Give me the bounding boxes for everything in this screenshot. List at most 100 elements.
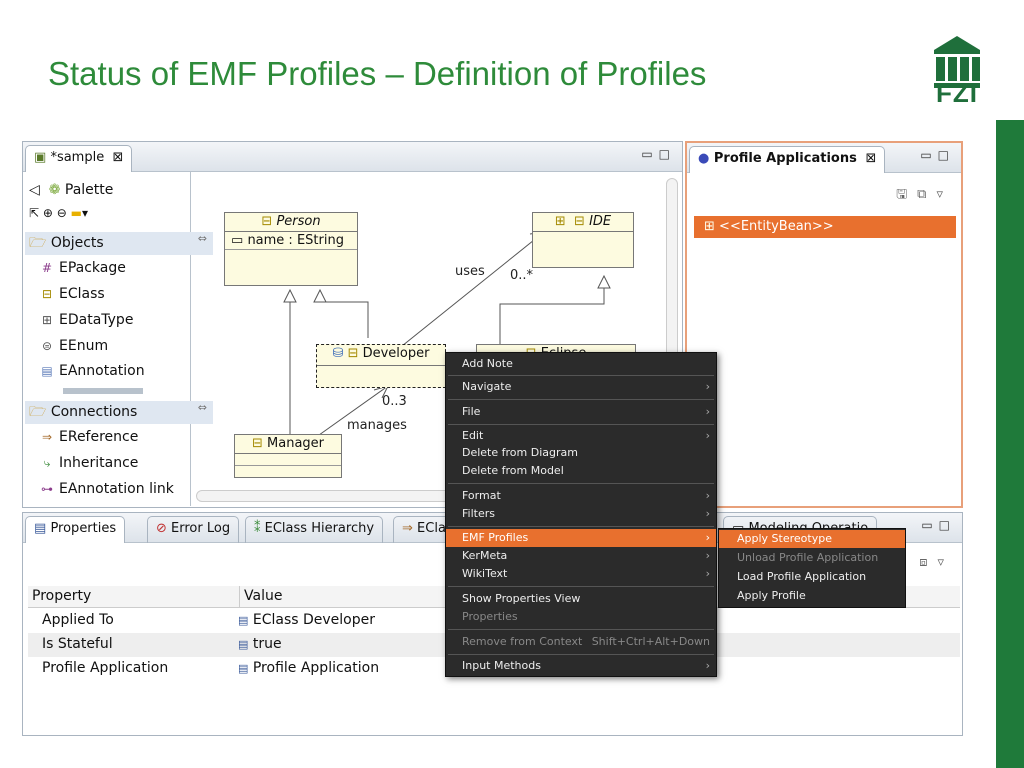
tab-properties[interactable]: ▤ Properties: [25, 516, 126, 543]
palette-header[interactable]: ◁ ❁ Palette: [29, 182, 113, 198]
menu-item-edit[interactable]: Edit›: [446, 427, 716, 445]
attribute-icon: ▭: [231, 233, 244, 248]
view-menu-icon[interactable]: ▿: [937, 555, 954, 570]
class-header: ⊟ Manager: [235, 435, 341, 454]
class-ide[interactable]: ⊞ ⊟ IDE: [532, 212, 634, 268]
select-tool-icon[interactable]: ⇱: [29, 206, 40, 220]
menu-separator: [448, 654, 714, 655]
palette-item-eclass[interactable]: ⊟EClass: [39, 286, 105, 302]
epackage-icon: #: [41, 261, 53, 275]
palette-group-objects[interactable]: 🗁 Objects ⇔: [25, 232, 213, 255]
window-controls[interactable]: ▭□: [641, 147, 676, 161]
save-icon[interactable]: 🖫: [896, 187, 918, 202]
hierarchy-icon: ⁑: [254, 521, 261, 536]
pin-icon[interactable]: ⇔: [197, 232, 207, 245]
view-menu-icon[interactable]: ▿: [936, 187, 953, 202]
palette-item-edatatype[interactable]: ⊞EDataType: [39, 312, 133, 328]
palette-item-label: EEnum: [59, 338, 109, 354]
menu-item-kermeta[interactable]: KerMeta›: [446, 547, 716, 565]
property-value[interactable]: ▤ EClass Developer: [238, 609, 375, 632]
class-developer[interactable]: ⛁ ⊟ Developer: [316, 344, 446, 388]
property-name: Profile Application: [42, 660, 169, 676]
palette-item-eannotation-link[interactable]: ⊶EAnnotation link: [39, 481, 174, 497]
pin-icon[interactable]: ⇔: [197, 401, 207, 414]
table-row[interactable]: Profile Application ▤ Profile Applicatio…: [28, 657, 960, 681]
palette-tools[interactable]: ⇱ ⊕ ⊖ ▬▾: [29, 206, 89, 220]
menu-item-add-note[interactable]: Add Note: [446, 355, 716, 373]
menu-item-label: Edit: [462, 429, 484, 442]
palette-item-eannotation[interactable]: ▤EAnnotation: [39, 363, 144, 379]
close-icon[interactable]: ⊠: [861, 151, 877, 166]
submenu-item-unload-profile-application[interactable]: Unload Profile Application: [719, 549, 905, 567]
diagram-file-icon: ▣: [34, 150, 47, 165]
zoom-in-icon[interactable]: ⊕: [42, 206, 53, 220]
properties-toolbar: ⧈▿: [919, 555, 954, 570]
tab-eclass-hierarchy[interactable]: ⁑ EClass Hierarchy: [245, 516, 384, 543]
menu-item-filters[interactable]: Filters›: [446, 505, 716, 523]
value-label: EClass Developer: [252, 612, 375, 628]
menu-item-file[interactable]: File›: [446, 403, 716, 421]
submenu-arrow-icon: ›: [705, 380, 710, 393]
palette-icon: ❁: [48, 182, 61, 198]
class-name: IDE: [589, 214, 612, 229]
tab-error-log[interactable]: ⊘ Error Log: [147, 516, 240, 543]
submenu-item-load-profile-application[interactable]: Load Profile Application: [719, 568, 905, 586]
stereotype-application-row[interactable]: ⊞ <<EntityBean>>: [694, 216, 956, 238]
eclass-icon: ⊟: [525, 346, 537, 356]
menu-item-emf-profiles[interactable]: EMF Profiles›: [446, 529, 716, 547]
menu-item-properties[interactable]: Properties: [446, 608, 716, 626]
zoom-out-icon[interactable]: ⊖: [56, 206, 67, 220]
close-icon[interactable]: ⊠: [108, 150, 124, 165]
inheritance-icon: ⤷: [43, 456, 51, 470]
collapse-icon[interactable]: ◁: [29, 182, 40, 198]
submenu-item-label: Apply Stereotype: [737, 532, 832, 545]
diagram-connections: [283, 231, 611, 441]
value-label: Profile Application: [252, 660, 380, 676]
note-tool-icon[interactable]: ▬: [70, 206, 83, 220]
tab-label: EClass Hierarchy: [264, 521, 375, 536]
class-person[interactable]: ⊟ Person ▭ name : EString: [224, 212, 358, 286]
column-header-property[interactable]: Property: [28, 586, 240, 608]
value-icon: ▤: [238, 614, 249, 627]
property-value[interactable]: ▤ Profile Application: [238, 657, 379, 680]
palette-item-label: EReference: [59, 429, 139, 445]
palette-item-ereference[interactable]: ⇒ EReference: [39, 429, 138, 445]
class-manager[interactable]: ⊟ Manager: [234, 434, 342, 478]
palette-group-connections[interactable]: 🗁 Connections ⇔: [25, 401, 213, 424]
window-controls[interactable]: ▭□: [920, 148, 955, 162]
class-name: Manager: [267, 436, 325, 451]
palette-item-inheritance[interactable]: ⤷Inheritance: [39, 455, 139, 471]
tab-profile-applications[interactable]: ● Profile Applications ⊠: [689, 146, 886, 173]
menu-item-label: Show Properties View: [462, 592, 581, 605]
window-controls[interactable]: ▭□: [921, 518, 956, 532]
menu-item-wikitext[interactable]: WikiText›: [446, 565, 716, 583]
class-attribute[interactable]: ▭ name : EString: [225, 232, 357, 250]
menu-item-delete-from-model[interactable]: Delete from Model: [446, 462, 716, 480]
menu-item-label: Delete from Diagram: [462, 446, 578, 459]
profile-icon: ●: [698, 151, 710, 166]
menu-item-shortcut: Shift+Ctrl+Alt+Down: [591, 635, 710, 648]
menu-item-input-methods[interactable]: Input Methods›: [446, 657, 716, 675]
submenu-item-apply-stereotype[interactable]: Apply Stereotype: [719, 530, 905, 548]
table-row[interactable]: Applied To ▤ EClass Developer: [28, 609, 960, 633]
advanced-icon[interactable]: ⧈: [919, 555, 938, 570]
ereference-icon: ⇒: [41, 430, 53, 444]
submenu-item-apply-profile[interactable]: Apply Profile: [719, 587, 905, 605]
save-all-icon[interactable]: ⧉: [917, 187, 937, 202]
palette-item-epackage[interactable]: #EPackage: [39, 260, 126, 276]
palette-scroll-handle[interactable]: [63, 388, 143, 394]
submenu-item-label: Load Profile Application: [737, 570, 867, 583]
eenum-icon: ⊜: [41, 339, 53, 353]
palette-item-eenum[interactable]: ⊜ EEnum: [39, 338, 108, 354]
menu-item-format[interactable]: Format›: [446, 487, 716, 505]
property-name: Is Stateful: [42, 636, 113, 652]
property-value[interactable]: ▤ true: [238, 633, 282, 656]
reference-label-manages: manages: [347, 418, 407, 433]
menu-item-navigate[interactable]: Navigate›: [446, 378, 716, 396]
tab-sample[interactable]: ▣ *sample ⊠: [25, 145, 133, 172]
menu-item-delete-from-diagram[interactable]: Delete from Diagram: [446, 444, 716, 462]
class-header: ⊟ Eclipse: [477, 345, 635, 356]
class-header: ⊞ ⊟ IDE: [533, 213, 633, 232]
menu-item-show-properties-view[interactable]: Show Properties View: [446, 590, 716, 608]
